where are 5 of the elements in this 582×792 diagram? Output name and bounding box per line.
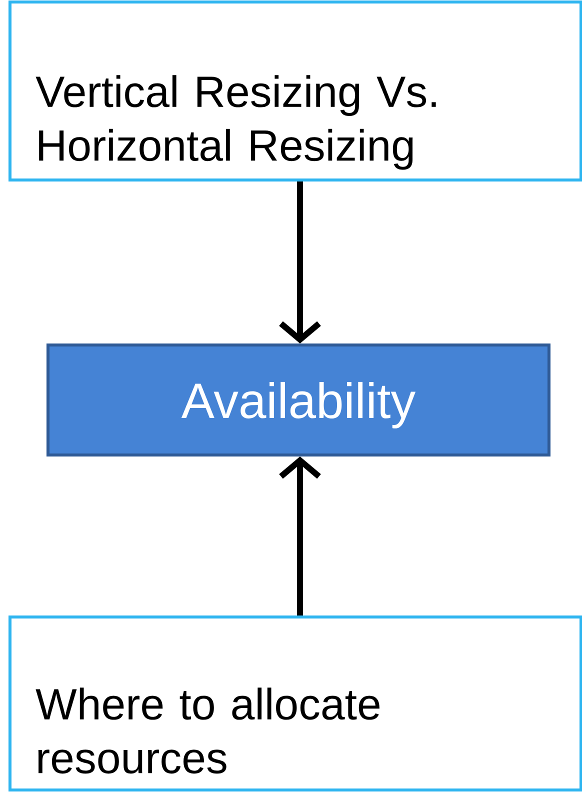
process-box: Availability xyxy=(46,344,550,456)
text-box: Vertical Resizing Vs. Horizontal Resizing xyxy=(8,0,582,182)
text-box: Where to allocate resources xyxy=(8,616,582,792)
arrow xyxy=(279,182,321,344)
arrow xyxy=(279,456,321,616)
